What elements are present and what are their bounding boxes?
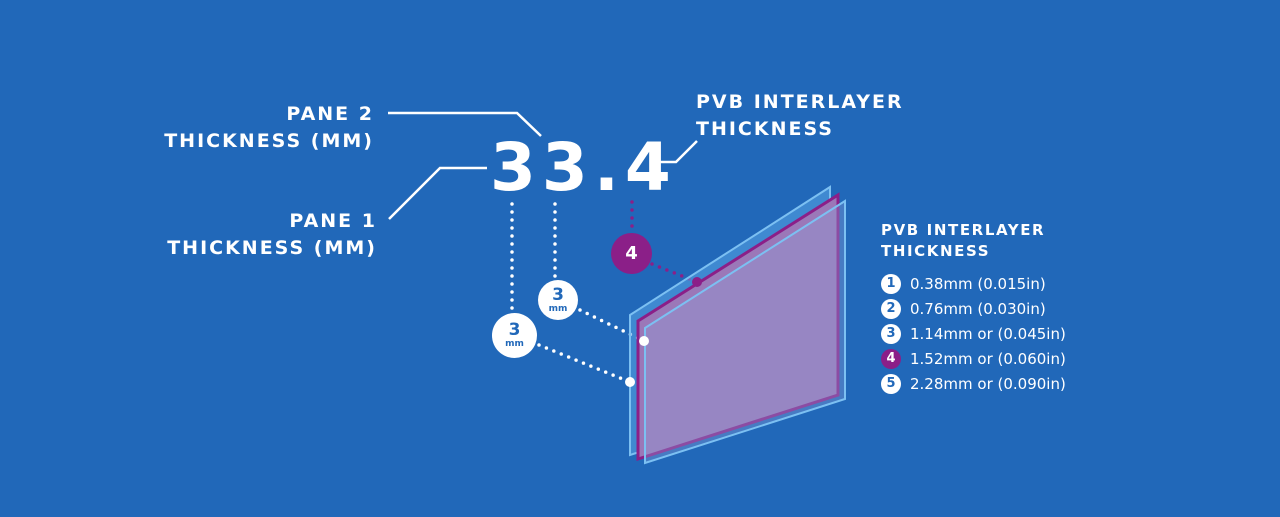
legend: PVB INTERLAYER THICKNESS 1 0.38mm (0.015…	[881, 220, 1066, 396]
legend-number-badge: 4	[881, 348, 901, 369]
pane1-thickness-badge: 3 mm	[492, 313, 537, 358]
legend-number-badge: 1	[881, 273, 901, 294]
legend-number-badge: 3	[881, 323, 901, 344]
legend-title-line2: THICKNESS	[881, 242, 991, 260]
pane2-label-line2: THICKNESS (MM)	[164, 130, 374, 152]
pvb-label-line2: THICKNESS	[696, 118, 834, 140]
interlayer-marker	[692, 277, 702, 287]
pane2-label-line1: PANE 2	[286, 103, 374, 125]
legend-item: 2 0.76mm (0.030in)	[881, 296, 1066, 321]
pane2-thickness-badge: 3 mm	[538, 280, 578, 320]
pane2-badge-unit: mm	[548, 303, 568, 314]
legend-title-line1: PVB INTERLAYER	[881, 221, 1046, 239]
legend-list: 1 0.38mm (0.015in) 2 0.76mm (0.030in) 3 …	[881, 271, 1066, 396]
pvb-label-line1: PVB INTERLAYER	[696, 91, 904, 113]
interlayer-thickness-badge: 4	[611, 233, 652, 274]
pane1-dotted-pointer	[537, 343, 632, 384]
legend-item: 5 2.28mm or (0.090in)	[881, 371, 1066, 396]
pane1-leader-line	[388, 166, 487, 220]
pane1-thickness-label: PANE 1 THICKNESS (MM)	[167, 208, 377, 262]
pane2-marker	[639, 336, 649, 346]
pane1-marker	[625, 377, 635, 387]
legend-item-text: 1.52mm or (0.060in)	[910, 349, 1066, 368]
glass-thickness-code: 33.4	[490, 129, 677, 206]
pane2-thickness-label: PANE 2 THICKNESS (MM)	[164, 101, 374, 155]
pane2-leader-line	[388, 111, 542, 137]
legend-item: 1 0.38mm (0.015in)	[881, 271, 1066, 296]
legend-item-text: 2.28mm or (0.090in)	[910, 374, 1066, 393]
legend-title: PVB INTERLAYER THICKNESS	[881, 220, 1066, 262]
legend-item: 4 1.52mm or (0.060in)	[881, 346, 1066, 371]
pane1-label-line1: PANE 1	[289, 210, 377, 232]
pane2-badge-value: 3	[552, 284, 564, 305]
pane1-label-line2: THICKNESS (MM)	[167, 237, 377, 259]
interlayer-badge-value: 4	[625, 242, 638, 264]
pane1-badge-unit: mm	[505, 339, 524, 349]
interlayer-sheet	[636, 192, 840, 462]
legend-number-badge: 5	[881, 373, 901, 394]
pvb-interlayer-label: PVB INTERLAYER THICKNESS	[696, 89, 904, 143]
pane1-badge-value: 3	[508, 320, 521, 340]
pvb-leader-line	[656, 140, 698, 164]
legend-item-text: 1.14mm or (0.045in)	[910, 324, 1066, 343]
legend-item: 3 1.14mm or (0.045in)	[881, 321, 1066, 346]
legend-item-text: 0.76mm (0.030in)	[910, 299, 1046, 318]
legend-number-badge: 2	[881, 298, 901, 319]
legend-item-text: 0.38mm (0.015in)	[910, 274, 1046, 293]
glass-pane-front	[644, 199, 846, 465]
